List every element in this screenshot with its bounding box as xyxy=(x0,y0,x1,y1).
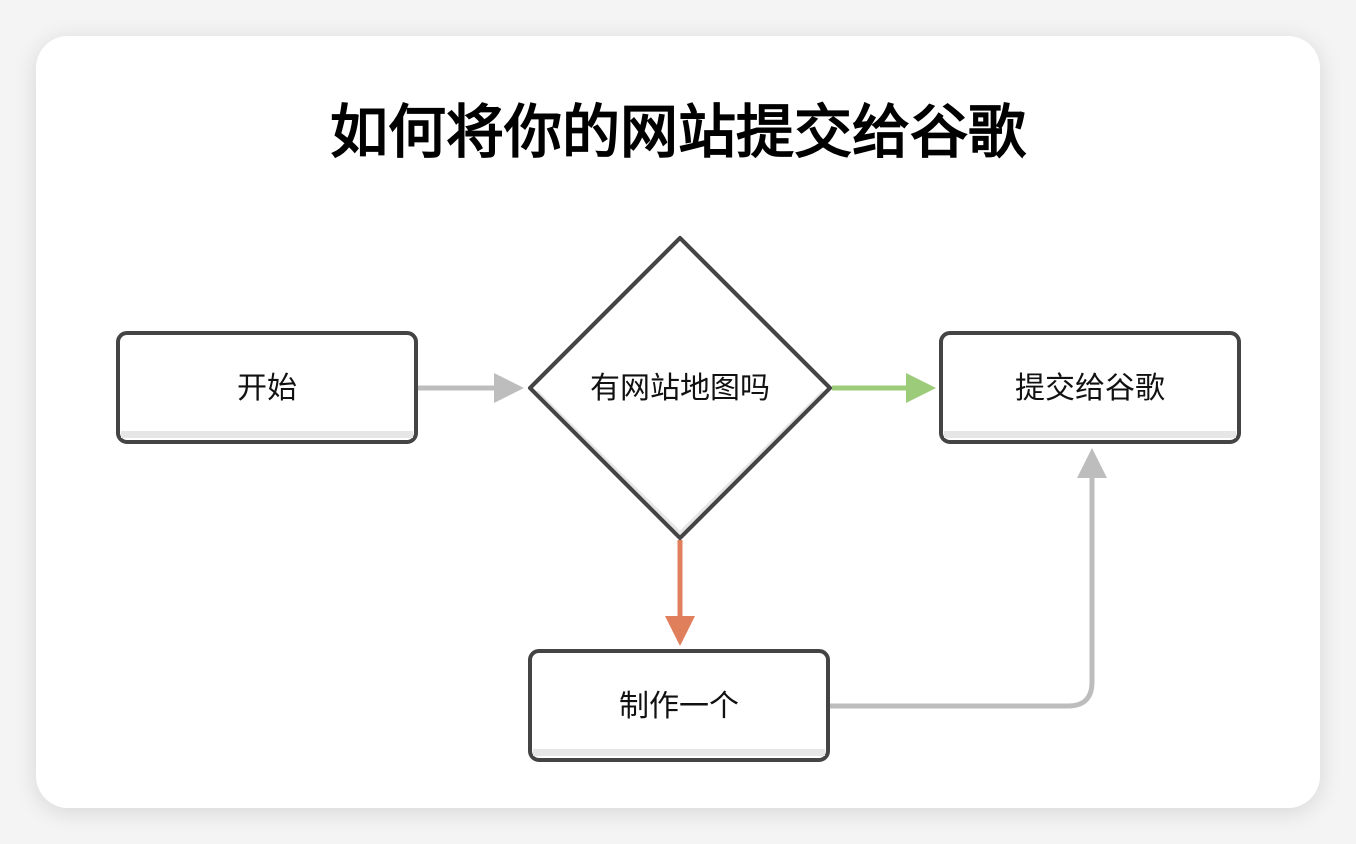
node-decision-label: 有网站地图吗 xyxy=(590,371,770,406)
node-submit-label: 提交给谷歌 xyxy=(1015,371,1165,406)
node-make-label: 制作一个 xyxy=(619,689,739,724)
node-start-label: 开始 xyxy=(237,371,297,406)
node-submit: 提交给谷歌 xyxy=(939,331,1241,444)
node-make: 制作一个 xyxy=(528,649,830,762)
diagram-title: 如何将你的网站提交给谷歌 xyxy=(330,98,1027,166)
node-start: 开始 xyxy=(116,331,418,444)
arrow-make-to-submit xyxy=(830,448,1107,709)
node-decision: 有网站地图吗 xyxy=(528,236,832,540)
